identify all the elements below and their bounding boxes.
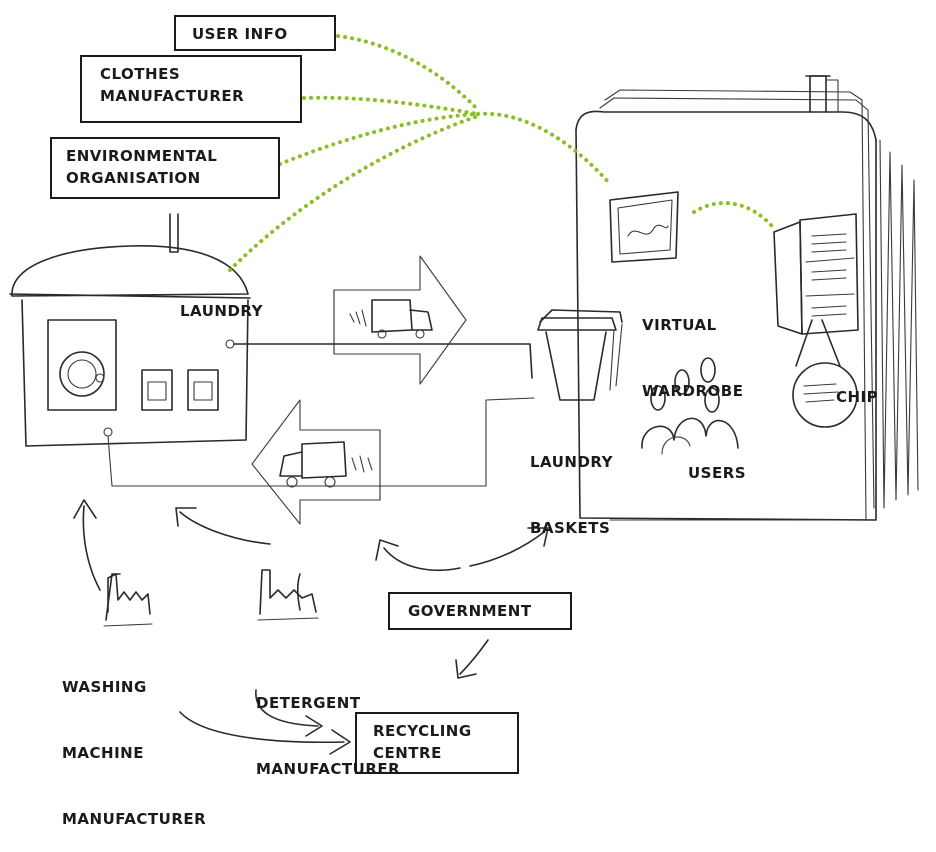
laundry-baskets-label-line2: BASKETS — [530, 519, 611, 537]
virtual-wardrobe-label: VIRTUAL WARDROBE — [642, 270, 743, 424]
delivery-route-lower — [107, 397, 535, 487]
detergent-manufacturer-label-line1: DETERGENT — [256, 694, 361, 712]
government-label: GOVERNMENT — [408, 602, 532, 620]
environmental-organisation-label-line2: ORGANISATION — [66, 169, 201, 187]
clothes-manufacturer-label-line1: CLOTHES — [100, 65, 181, 83]
laundry-building-icon — [9, 213, 251, 447]
screen-icon — [609, 191, 679, 263]
user-info-label: USER INFO — [192, 25, 288, 43]
system-diagram — [9, 34, 919, 755]
return-arrow-to-laundry — [251, 399, 381, 525]
delivery-route-upper — [233, 343, 533, 379]
washing-machine-manufacturer-label-line3: MANUFACTURER — [62, 810, 207, 828]
virtual-wardrobe-label-line1: VIRTUAL — [642, 316, 717, 334]
clothes-manufacturer-label-line2: MANUFACTURER — [100, 87, 245, 105]
factory-icon — [103, 573, 153, 627]
user-info-box: USER INFO — [174, 15, 336, 51]
recycling-centre-label-line1: RECYCLING — [373, 722, 472, 740]
laundry-baskets-label: LAUNDRY BASKETS — [530, 407, 613, 561]
recycling-centre-box: RECYCLING CENTRE — [355, 712, 519, 774]
factory-icon — [257, 569, 319, 621]
laundry-basket-icon — [537, 309, 623, 401]
delivery-truck-icon — [349, 299, 433, 339]
chip-label: CHIP — [836, 388, 879, 406]
users-label: USERS — [688, 464, 747, 482]
washing-machine-manufacturer-label-line1: WASHING — [62, 678, 147, 696]
user-icon — [641, 357, 739, 455]
washing-machine-manufacturer-label: WASHING MACHINE MANUFACTURER — [62, 632, 206, 852]
detergent-manufacturer-label: DETERGENT MANUFACTURER — [256, 648, 400, 802]
information-links — [228, 34, 774, 272]
washing-machine-manufacturer-label-line2: MACHINE — [62, 744, 144, 762]
chip-icon — [792, 319, 858, 428]
wardrobe-icon — [773, 213, 859, 335]
environmental-organisation-label-line1: ENVIRONMENTAL — [66, 147, 218, 165]
environmental-organisation-box: ENVIRONMENTAL ORGANISATION — [50, 137, 280, 199]
delivery-truck-icon — [279, 441, 373, 488]
influence-arrows — [73, 499, 549, 755]
clothes-manufacturer-box: CLOTHES MANUFACTURER — [80, 55, 302, 123]
detergent-manufacturer-label-line2: MANUFACTURER — [256, 760, 401, 778]
laundry-label: LAUNDRY — [180, 302, 263, 320]
government-box: GOVERNMENT — [388, 592, 572, 630]
virtual-wardrobe-label-line2: WARDROBE — [642, 382, 744, 400]
apartment-building-icon — [575, 75, 919, 521]
delivery-arrow-to-users — [333, 255, 467, 385]
recycling-centre-label-line2: CENTRE — [373, 744, 442, 762]
laundry-baskets-label-line1: LAUNDRY — [530, 453, 613, 471]
